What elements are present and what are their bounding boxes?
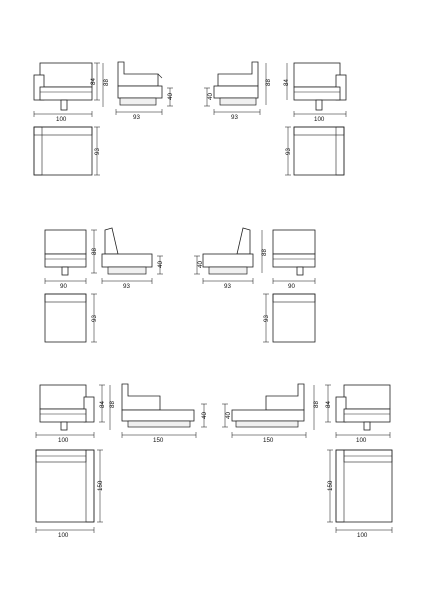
label-seat-84: 84 bbox=[90, 78, 97, 85]
label-width-100-3r: 100 bbox=[356, 437, 367, 444]
label-plan-100-r: 100 bbox=[357, 532, 368, 539]
label-length-150: 150 bbox=[153, 437, 164, 444]
label-seat-84-3: 84 bbox=[99, 401, 106, 408]
label-plan-93-r: 93 bbox=[285, 148, 292, 155]
armchair-right-side-view bbox=[213, 61, 259, 106]
dim-row3-left-front: 100 84 88 bbox=[35, 384, 116, 444]
label-width-90: 90 bbox=[60, 283, 67, 290]
label-depth-93-2: 93 bbox=[123, 283, 130, 290]
armless-left-side-view bbox=[101, 227, 153, 275]
label-height-88-2r: 88 bbox=[261, 249, 268, 256]
label-width-100: 100 bbox=[56, 116, 67, 123]
chaise-right-side-view bbox=[231, 383, 305, 428]
dim-row2-right-side: 93 40 88 bbox=[194, 230, 268, 290]
label-plan-93: 93 bbox=[94, 148, 101, 155]
label-seat-84-r: 84 bbox=[283, 79, 290, 86]
label-height-88-r: 88 bbox=[265, 79, 272, 86]
label-height-88-2: 88 bbox=[91, 248, 98, 255]
label-seat-40-2r: 40 bbox=[197, 261, 204, 268]
label-seat-40-2: 40 bbox=[157, 261, 164, 268]
dim-row2-left-front: 90 88 bbox=[44, 229, 98, 290]
label-plan-93-2r: 93 bbox=[263, 315, 270, 322]
armchair-left-front-view bbox=[33, 62, 93, 111]
armless-left-plan-view bbox=[44, 293, 87, 343]
armchair-right-front-view bbox=[293, 62, 347, 111]
label-plan-100: 100 bbox=[58, 532, 69, 539]
label-height-88-3r: 88 bbox=[313, 401, 320, 408]
chaise-left-plan-view bbox=[35, 449, 95, 523]
label-depth-93-2r: 93 bbox=[224, 283, 231, 290]
label-width-90-r: 90 bbox=[288, 283, 295, 290]
label-plan-150: 150 bbox=[97, 480, 104, 491]
dim-row3-right-side: 150 40 88 bbox=[222, 385, 320, 444]
dim-row2-right-front: 90 bbox=[272, 278, 316, 290]
armchair-left-side-view bbox=[117, 61, 163, 106]
dim-row1-right-plan: 93 bbox=[285, 126, 292, 176]
armless-right-side-view bbox=[202, 227, 254, 275]
label-plan-93-2: 93 bbox=[91, 315, 98, 322]
label-depth-93: 93 bbox=[133, 114, 140, 121]
dim-row1-left-front: 100 84 88 bbox=[33, 62, 110, 123]
label-seat-40: 40 bbox=[167, 93, 174, 100]
dim-row1-left-plan: 93 bbox=[94, 126, 101, 176]
armless-left-front-view bbox=[44, 229, 87, 276]
armless-right-plan-view bbox=[272, 293, 316, 343]
label-height-88: 88 bbox=[103, 79, 110, 86]
label-length-150-r: 150 bbox=[263, 437, 274, 444]
label-seat-40-3: 40 bbox=[201, 412, 208, 419]
label-depth-93-r: 93 bbox=[231, 114, 238, 121]
label-width-100-3: 100 bbox=[58, 437, 69, 444]
dim-row3-left-side: 150 40 bbox=[121, 403, 208, 444]
chaise-left-side-view bbox=[121, 383, 195, 428]
dim-row1-right-front: 100 84 bbox=[283, 63, 347, 123]
armless-right-front-view bbox=[272, 229, 316, 276]
chaise-right-front-view bbox=[335, 384, 391, 431]
dim-row2-left-side: 93 40 bbox=[101, 255, 164, 290]
label-height-88-3: 88 bbox=[109, 401, 116, 408]
chaise-right-plan-view bbox=[335, 449, 393, 523]
armchair-right-plan-view bbox=[293, 126, 345, 176]
armchair-left-plan-view bbox=[33, 126, 93, 176]
label-width-100-r: 100 bbox=[314, 116, 325, 123]
label-seat-40-3r: 40 bbox=[225, 412, 232, 419]
chaise-left-front-view bbox=[39, 384, 95, 431]
dim-row3-left-plan: 150 100 bbox=[35, 449, 104, 539]
label-seat-40-r: 40 bbox=[207, 93, 214, 100]
dim-row3-right-front: 100 84 bbox=[325, 384, 391, 444]
dim-row1-left-side: 93 40 bbox=[115, 87, 174, 121]
dim-row2-left-plan: 93 bbox=[91, 293, 98, 343]
dim-row1-right-side: 93 40 88 bbox=[204, 63, 272, 121]
dim-row3-right-plan: 150 100 bbox=[327, 449, 393, 539]
label-seat-84-3r: 84 bbox=[325, 401, 332, 408]
dim-row2-right-plan: 93 bbox=[263, 293, 270, 343]
label-plan-150-r: 150 bbox=[327, 480, 334, 491]
